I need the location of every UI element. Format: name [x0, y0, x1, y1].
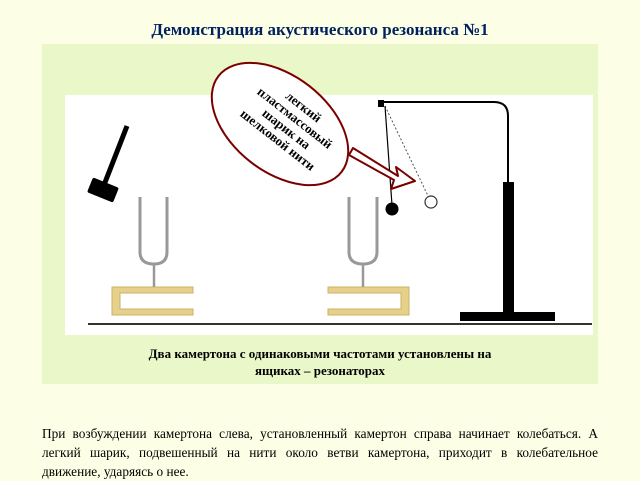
right-tuning-fork	[347, 197, 379, 287]
stand	[378, 100, 555, 321]
caption-line-2: ящиках – резонаторах	[254, 363, 386, 378]
left-tuning-fork	[138, 197, 169, 287]
silk-thread-touching	[384, 105, 393, 206]
diagram-caption: Два камертона с одинаковыми частотами ус…	[100, 345, 540, 379]
callout-bubble	[210, 61, 416, 190]
ball-rest	[424, 195, 438, 209]
hammer-icon	[87, 125, 130, 203]
page-title: Демонстрация акустического резонанса №1	[151, 20, 489, 39]
silk-thread-rest	[384, 105, 431, 201]
ball-touching	[385, 202, 399, 216]
caption-line-1: Два камертона с одинаковыми частотами ус…	[148, 346, 492, 361]
right-resonator-box	[327, 286, 410, 316]
left-resonator-box	[111, 286, 194, 316]
description-text: При возбуждении камертона слева, установ…	[42, 426, 598, 480]
